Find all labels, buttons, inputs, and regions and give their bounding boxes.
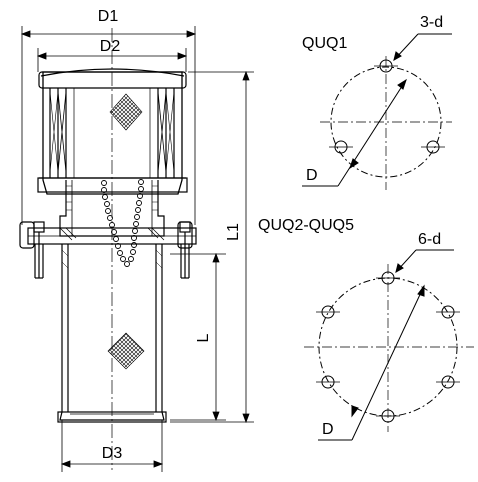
strainer-basket: [57, 244, 167, 423]
filter-side-view: [19, 28, 197, 470]
bolt-left: [33, 221, 45, 279]
d1-label: D1: [98, 8, 119, 25]
quq1-title: QUQ1: [302, 35, 347, 52]
mesh-patch-bottom: [107, 332, 145, 370]
cap: [37, 68, 188, 195]
l1-label: L1: [225, 223, 242, 241]
dimension-lines: [20, 26, 254, 472]
mesh-patch-top: [109, 93, 143, 131]
quq2-5-flange-view: [304, 249, 474, 441]
quq2-5-holes-label: 6-d: [418, 231, 441, 248]
flange: [19, 221, 197, 249]
quq2-5-diameter-label: D: [322, 421, 334, 438]
d2-label: D2: [100, 38, 121, 55]
d3-label: D3: [102, 445, 123, 462]
l-label: L: [195, 333, 212, 342]
quq1-holes-label: 3-d: [420, 14, 443, 31]
quq1-flange-view: [302, 33, 452, 190]
bolt-right: [179, 221, 191, 279]
quq2-5-title: QUQ2-QUQ5: [258, 217, 354, 234]
quq1-diameter-label: D: [306, 167, 318, 184]
